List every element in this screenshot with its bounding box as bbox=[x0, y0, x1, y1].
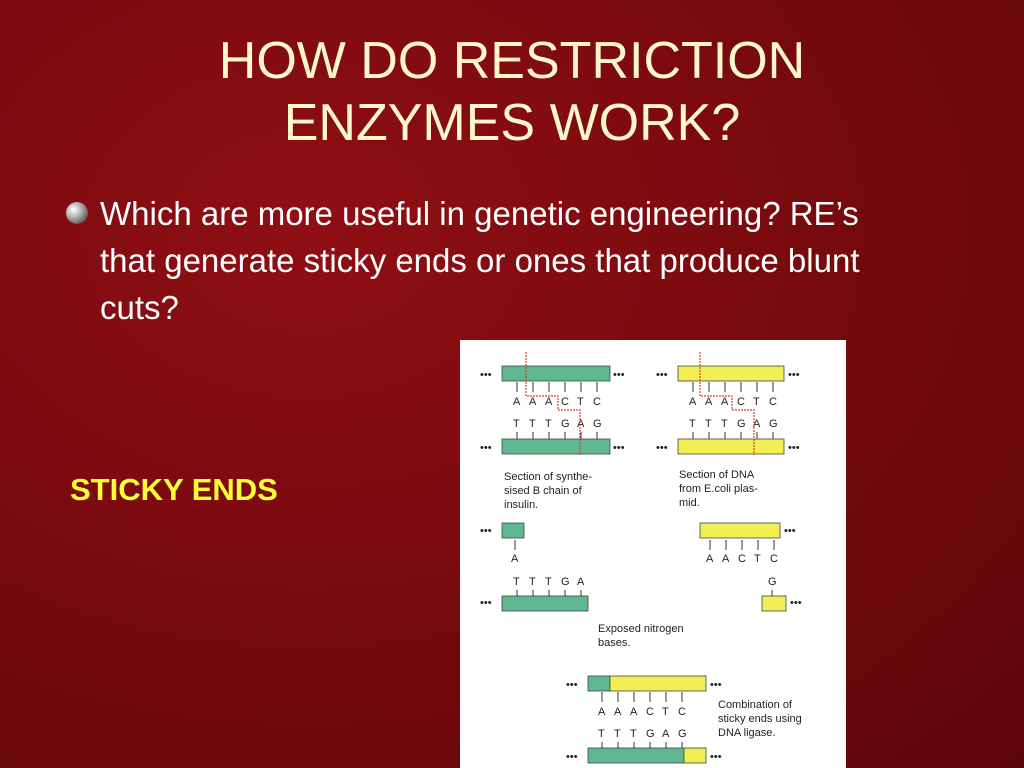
ellipsis-mid-right-top: ••• bbox=[784, 525, 796, 537]
strand-yellow-long bbox=[699, 522, 781, 539]
bullet-sphere-icon bbox=[66, 202, 88, 224]
base-letter: G bbox=[769, 418, 778, 430]
ellipsis-right-top: ••• bbox=[613, 369, 625, 381]
ellipsis-bottom-left-top: ••• bbox=[566, 679, 578, 691]
caption-bottom: Combination of bbox=[718, 699, 793, 711]
base-letter: T bbox=[545, 418, 552, 430]
base-letter: T bbox=[662, 706, 669, 718]
ellipsis-bottom-right-bottom: ••• bbox=[710, 751, 722, 763]
base-letter: T bbox=[529, 418, 536, 430]
ellipsis-left-bottom: ••• bbox=[480, 442, 492, 454]
base-letter: C bbox=[593, 396, 601, 408]
base-letter: G bbox=[768, 576, 777, 588]
base-letter: C bbox=[646, 706, 654, 718]
base-letter: A bbox=[630, 706, 638, 718]
caption-bottom: DNA ligase. bbox=[718, 727, 775, 739]
caption-mid: bases. bbox=[598, 637, 630, 649]
strand-green-long bbox=[501, 595, 589, 612]
strand-green-bottom bbox=[501, 438, 611, 455]
bullet-text: Which are more useful in genetic enginee… bbox=[100, 195, 860, 326]
base-letter: A bbox=[705, 396, 713, 408]
base-letter: T bbox=[689, 418, 696, 430]
title-line-1: HOW DO RESTRICTION bbox=[218, 32, 806, 90]
base-letter: A bbox=[614, 706, 622, 718]
caption-right: mid. bbox=[679, 497, 700, 509]
base-letter: A bbox=[577, 418, 585, 430]
base-letter: A bbox=[722, 553, 730, 565]
base-letter: C bbox=[770, 553, 778, 565]
ellipsis-left-bottom-right: ••• bbox=[656, 442, 668, 454]
ellipsis-mid-right-bottom: ••• bbox=[790, 597, 802, 609]
bullet-item: Which are more useful in genetic enginee… bbox=[66, 190, 886, 331]
ellipsis-right-top-right: ••• bbox=[788, 369, 800, 381]
ellipsis-bottom-right-top: ••• bbox=[710, 679, 722, 691]
base-letter: A bbox=[513, 396, 521, 408]
base-letter: A bbox=[689, 396, 697, 408]
base-letter: C bbox=[561, 396, 569, 408]
sticky-ends-label: STICKY ENDS bbox=[70, 472, 278, 507]
strand-green-short bbox=[501, 522, 525, 539]
base-letter: T bbox=[598, 728, 605, 740]
caption-mid: Exposed nitrogen bbox=[598, 623, 684, 635]
base-letter: G bbox=[737, 418, 746, 430]
base-letter: G bbox=[646, 728, 655, 740]
strand-combined-yellow-top bbox=[609, 675, 707, 692]
strand-green-top bbox=[501, 365, 611, 382]
caption-left: insulin. bbox=[504, 499, 538, 511]
ellipsis-right-bottom: ••• bbox=[613, 442, 625, 454]
base-letter: T bbox=[577, 396, 584, 408]
title-line-2: ENZYMES WORK? bbox=[283, 94, 741, 152]
base-letter: C bbox=[738, 553, 746, 565]
base-letter: A bbox=[511, 553, 519, 565]
caption-left: Section of synthe- bbox=[504, 471, 592, 483]
ellipsis-bottom-left-bottom: ••• bbox=[566, 751, 578, 763]
base-letter: A bbox=[529, 396, 537, 408]
base-letter: C bbox=[737, 396, 745, 408]
base-letter: T bbox=[513, 418, 520, 430]
base-letter: G bbox=[561, 576, 570, 588]
base-letter: T bbox=[513, 576, 520, 588]
cut-line-right bbox=[699, 352, 755, 455]
base-letter: G bbox=[593, 418, 602, 430]
base-letter: A bbox=[706, 553, 714, 565]
caption-left: sised B chain of bbox=[504, 485, 583, 497]
base-letter: T bbox=[614, 728, 621, 740]
base-letter: T bbox=[754, 553, 761, 565]
ellipsis-mid-left-top: ••• bbox=[480, 525, 492, 537]
base-letter: T bbox=[705, 418, 712, 430]
base-letter: G bbox=[678, 728, 687, 740]
cut-line-left bbox=[525, 352, 581, 455]
base-letter: A bbox=[753, 418, 761, 430]
ellipsis-mid-left-bottom: ••• bbox=[480, 597, 492, 609]
base-letter: A bbox=[721, 396, 729, 408]
base-letter: T bbox=[630, 728, 637, 740]
base-letter: A bbox=[577, 576, 585, 588]
strand-yellow-short bbox=[761, 595, 787, 612]
slide-title: HOW DO RESTRICTION ENZYMES WORK? bbox=[120, 30, 904, 154]
base-letter: T bbox=[753, 396, 760, 408]
base-letter: T bbox=[545, 576, 552, 588]
base-letter: T bbox=[721, 418, 728, 430]
strand-yellow-top bbox=[677, 365, 785, 382]
strand-combined-yellow-bottom bbox=[683, 747, 707, 764]
ellipsis-right-bottom-right: ••• bbox=[788, 442, 800, 454]
strand-yellow-bottom bbox=[677, 438, 785, 455]
base-letter: A bbox=[662, 728, 670, 740]
base-letter: C bbox=[678, 706, 686, 718]
base-letter: A bbox=[545, 396, 553, 408]
base-letter: C bbox=[769, 396, 777, 408]
base-letter: G bbox=[561, 418, 570, 430]
caption-right: from E.coli plas- bbox=[679, 483, 758, 495]
caption-right: Section of DNA bbox=[679, 469, 755, 481]
strand-combined-green-bottom bbox=[587, 747, 685, 764]
ellipsis-left-top-right: ••• bbox=[656, 369, 668, 381]
ellipsis-left-top: ••• bbox=[480, 369, 492, 381]
base-letter: A bbox=[598, 706, 606, 718]
strand-combined-green-top bbox=[587, 675, 611, 692]
base-letter: T bbox=[529, 576, 536, 588]
caption-bottom: sticky ends using bbox=[718, 713, 802, 725]
